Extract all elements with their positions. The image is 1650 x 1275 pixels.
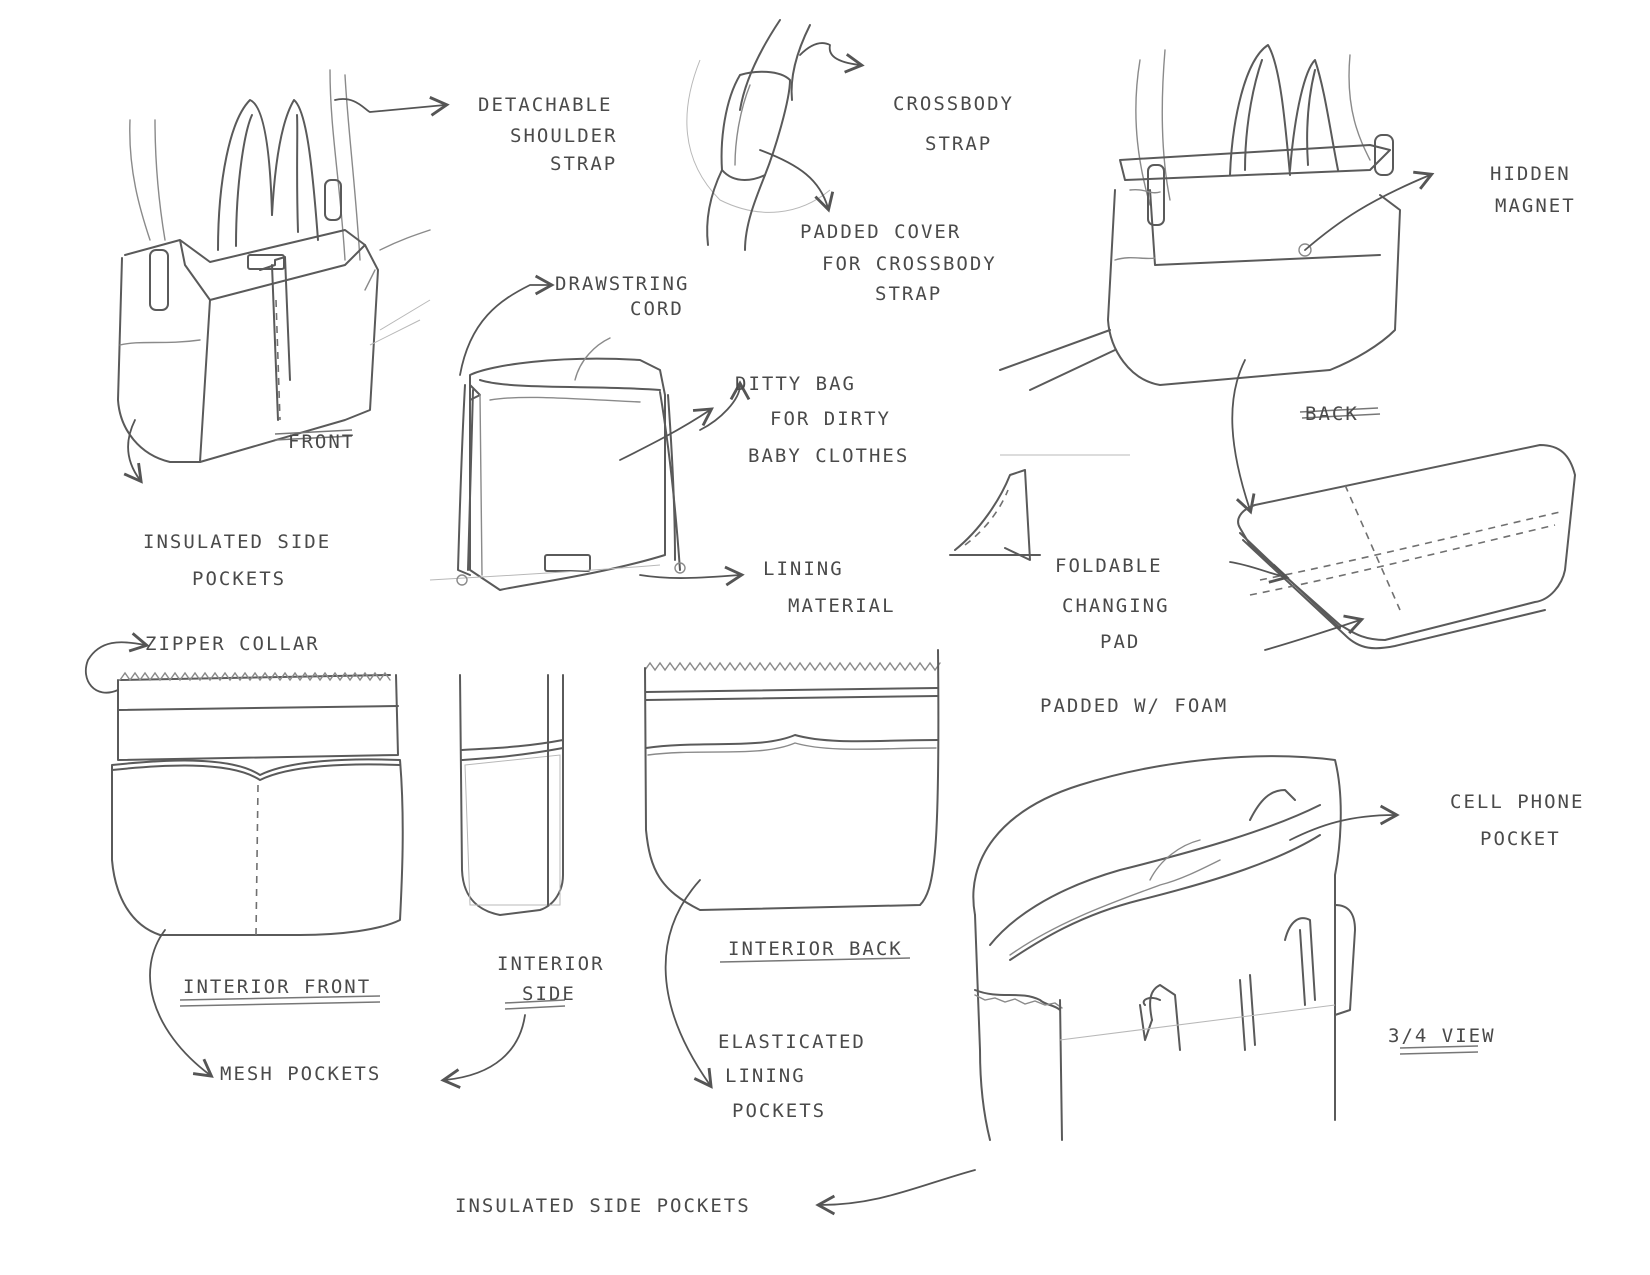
back-bag-drawing xyxy=(999,44,1401,456)
label-lining-line2: MATERIAL xyxy=(788,595,896,617)
label-elasticated-line1: ELASTICATED xyxy=(718,1031,866,1053)
label-crossbody-line2: STRAP xyxy=(925,133,992,155)
changing-pad-drawing xyxy=(1237,444,1576,650)
label-insulated-top-line1: INSULATED SIDE xyxy=(143,531,331,553)
label-cell-phone-line1: CELL PHONE xyxy=(1450,791,1584,813)
label-detachable-line1: DETACHABLE xyxy=(478,94,612,116)
lining-material-swatch xyxy=(949,469,1041,561)
label-ditty-line3: BABY CLOTHES xyxy=(748,445,909,467)
label-padded-foam: PADDED W/ FOAM xyxy=(1040,695,1228,717)
label-drawstring-line1: DRAWSTRING xyxy=(555,273,689,295)
label-ditty-line1: DITTY BAG xyxy=(735,373,856,395)
label-elasticated-line2: LINING xyxy=(725,1065,806,1087)
label-cell-phone-line2: POCKET xyxy=(1480,828,1561,850)
label-lining-line1: LINING xyxy=(763,558,844,580)
annotation-labels: DETACHABLE SHOULDER STRAP CROSSBODY STRA… xyxy=(143,93,1584,1217)
label-detachable-line2: SHOULDER xyxy=(510,125,618,147)
interior-front-drawing xyxy=(111,671,404,936)
label-padded-cover-line1: PADDED COVER xyxy=(800,221,961,243)
label-hidden-magnet-line2: MAGNET xyxy=(1495,195,1576,217)
interior-side-drawing xyxy=(459,674,564,916)
label-interior-side-line2: SIDE xyxy=(522,983,576,1005)
three-quarter-view-drawing xyxy=(972,755,1356,1141)
label-drawstring-line2: CORD xyxy=(630,298,684,320)
label-front: FRONT xyxy=(288,431,355,453)
label-changing-pad-line3: PAD xyxy=(1100,631,1140,653)
label-padded-cover-line2: FOR CROSSBODY xyxy=(822,253,997,275)
label-insulated-top-line2: POCKETS xyxy=(192,568,286,590)
interior-back-drawing xyxy=(644,649,941,911)
label-padded-cover-line3: STRAP xyxy=(875,283,942,305)
label-elasticated-line3: POCKETS xyxy=(732,1100,826,1122)
label-ditty-line2: FOR DIRTY xyxy=(770,408,891,430)
label-three-quarter-view: 3/4 VIEW xyxy=(1388,1025,1496,1047)
label-back: BACK xyxy=(1305,403,1359,425)
label-mesh-pockets: MESH POCKETS xyxy=(220,1063,381,1085)
label-changing-pad-line2: CHANGING xyxy=(1062,595,1170,617)
label-interior-side-line1: INTERIOR xyxy=(497,953,605,975)
label-interior-back: INTERIOR BACK xyxy=(728,938,903,960)
label-interior-front: INTERIOR FRONT xyxy=(183,976,371,998)
label-hidden-magnet-line1: HIDDEN xyxy=(1490,163,1571,185)
label-detachable-line3: STRAP xyxy=(550,153,617,175)
label-crossbody-line1: CROSSBODY xyxy=(893,93,1014,115)
label-zipper-collar: ZIPPER COLLAR xyxy=(145,633,320,655)
label-changing-pad-line1: FOLDABLE xyxy=(1055,555,1163,577)
label-insulated-bottom: INSULATED SIDE POCKETS xyxy=(455,1195,751,1217)
ditty-bag-drawing xyxy=(429,357,686,591)
front-bag-drawing xyxy=(117,69,431,463)
crossbody-strap-drawing xyxy=(686,19,831,251)
